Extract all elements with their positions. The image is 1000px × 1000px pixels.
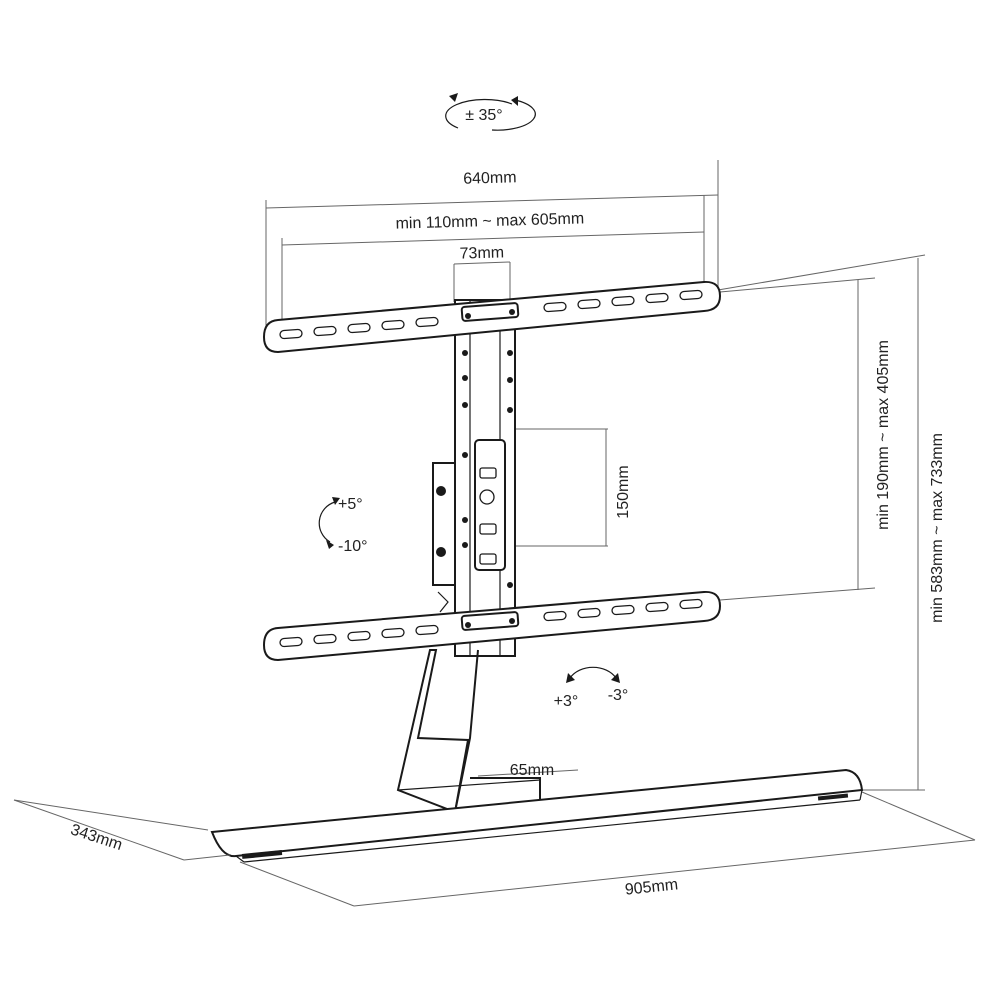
arm-height-range-label: min 190mm ~ max 405mm xyxy=(875,340,892,530)
width-range-label: min 110mm ~ max 605mm xyxy=(395,210,584,232)
stand-leg xyxy=(396,649,579,814)
base-bar xyxy=(210,768,864,863)
width-dimension-lines xyxy=(265,160,719,330)
center-column xyxy=(432,299,516,657)
vesa-dimension-lines xyxy=(505,428,608,547)
tilt-arrow-icon xyxy=(318,497,340,549)
width-total-label: 640mm xyxy=(463,169,517,187)
column-depth-label: 65mm xyxy=(510,762,554,779)
base-width-label: 905mm xyxy=(624,876,679,898)
base-depth-label: 343mm xyxy=(68,821,124,854)
lower-mounting-arm xyxy=(262,590,722,662)
swivel-arrow-icon xyxy=(566,666,620,683)
tilt-down-label: -10° xyxy=(338,538,368,555)
center-gap-label: 73mm xyxy=(459,244,504,262)
overall-height-range-label: min 583mm ~ max 733mm xyxy=(929,433,946,623)
height-dimension-lines xyxy=(717,254,926,791)
upper-mounting-arm xyxy=(262,280,722,354)
footprint-dimension-lines xyxy=(13,791,976,907)
swivel-left-label: +3° xyxy=(554,693,579,710)
swivel-right-label: -3° xyxy=(608,687,629,704)
tilt-up-label: +5° xyxy=(338,496,363,513)
vesa-height-label: 150mm xyxy=(615,465,632,518)
rotate-arrow-icon xyxy=(445,93,536,131)
rotation-label: ± 35° xyxy=(465,107,502,124)
